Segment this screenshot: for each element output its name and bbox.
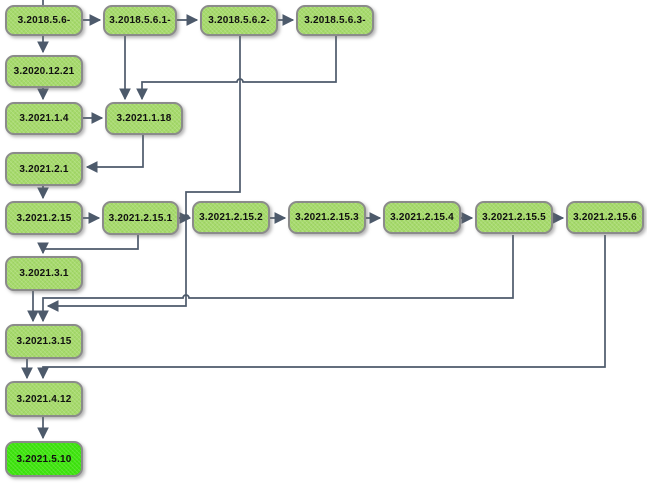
node-label: 3.2018.5.6.3- [304, 15, 366, 26]
node-label: 3.2018.5.6.2- [208, 15, 270, 26]
node-label: 3.2020.12.21 [13, 66, 75, 77]
node-3-2018-5-6[interactable]: 3.2018.5.6- [5, 5, 83, 36]
node-3-2021-2-15-1[interactable]: 3.2021.2.15.1 [102, 201, 179, 235]
node-label: 3.2018.5.6- [17, 15, 71, 26]
node-label: 3.2018.5.6.1- [109, 15, 171, 26]
node-label: 3.2021.3.1 [19, 268, 69, 279]
node-3-2018-5-6-2[interactable]: 3.2018.5.6.2- [200, 5, 278, 36]
node-label: 3.2021.2.15.1 [108, 212, 173, 224]
edge-3-2021-1-18-to-3-2021-2-1 [85, 135, 144, 173]
edge-3-2021-2-15-1-to-3-2021-3-1 [37, 235, 139, 255]
node-3-2018-5-6-1[interactable]: 3.2018.5.6.1- [103, 5, 177, 36]
node-3-2018-5-6-3[interactable]: 3.2018.5.6.3- [296, 5, 374, 36]
node-3-2021-2-15-4[interactable]: 3.2021.2.15.4 [383, 201, 461, 234]
edge-3-2018-5-6-3-to-3-2021-1-18 [136, 36, 337, 101]
node-3-2021-1-18[interactable]: 3.2021.1.18 [105, 102, 183, 135]
node-label: 3.2021.2.15 [16, 212, 72, 224]
node-3-2021-1-4[interactable]: 3.2021.1.4 [5, 102, 83, 135]
edge-3-2021-2-15-1-to-3-2021-2-15-2 [179, 212, 192, 224]
node-3-2021-2-15-3[interactable]: 3.2021.2.15.3 [288, 201, 366, 234]
node-3-2021-3-15[interactable]: 3.2021.3.15 [5, 324, 83, 359]
node-3-2021-2-15-5[interactable]: 3.2021.2.15.5 [475, 201, 553, 234]
node-3-2021-2-15[interactable]: 3.2021.2.15 [5, 201, 83, 235]
node-3-2021-2-15-6[interactable]: 3.2021.2.15.6 [566, 201, 644, 234]
edge-3-2021-2-15-6-to-3-2021-4-12 [37, 235, 606, 380]
node-label: 3.2021.2.15.3 [295, 212, 359, 223]
node-label: 3.2021.2.15.6 [573, 212, 637, 223]
node-label: 3.2021.5.10 [16, 453, 72, 465]
node-label: 3.2021.2.15.5 [482, 212, 546, 223]
node-3-2020-12-21[interactable]: 3.2020.12.21 [5, 55, 83, 88]
node-label: 3.2021.2.15.4 [390, 212, 454, 223]
node-3-2021-2-1[interactable]: 3.2021.2.1 [5, 152, 83, 186]
node-label: 3.2021.1.18 [116, 113, 172, 124]
edge-3-2018-5-6-2-to-3-2021-3-15 [46, 36, 241, 312]
node-3-2021-2-15-2[interactable]: 3.2021.2.15.2 [192, 201, 270, 234]
node-3-2021-4-12[interactable]: 3.2021.4.12 [5, 381, 83, 417]
node-label: 3.2021.3.15 [16, 336, 72, 347]
node-label: 3.2021.4.12 [16, 393, 72, 405]
edge-3-2021-2-15-5-to-3-2021-3-15 [37, 235, 514, 323]
node-label: 3.2021.1.4 [19, 113, 69, 124]
node-label: 3.2021.2.15.2 [199, 212, 263, 223]
node-3-2021-5-10[interactable]: 3.2021.5.10 [5, 441, 83, 477]
node-3-2021-3-1[interactable]: 3.2021.3.1 [5, 256, 83, 291]
node-label: 3.2021.2.1 [19, 163, 69, 175]
